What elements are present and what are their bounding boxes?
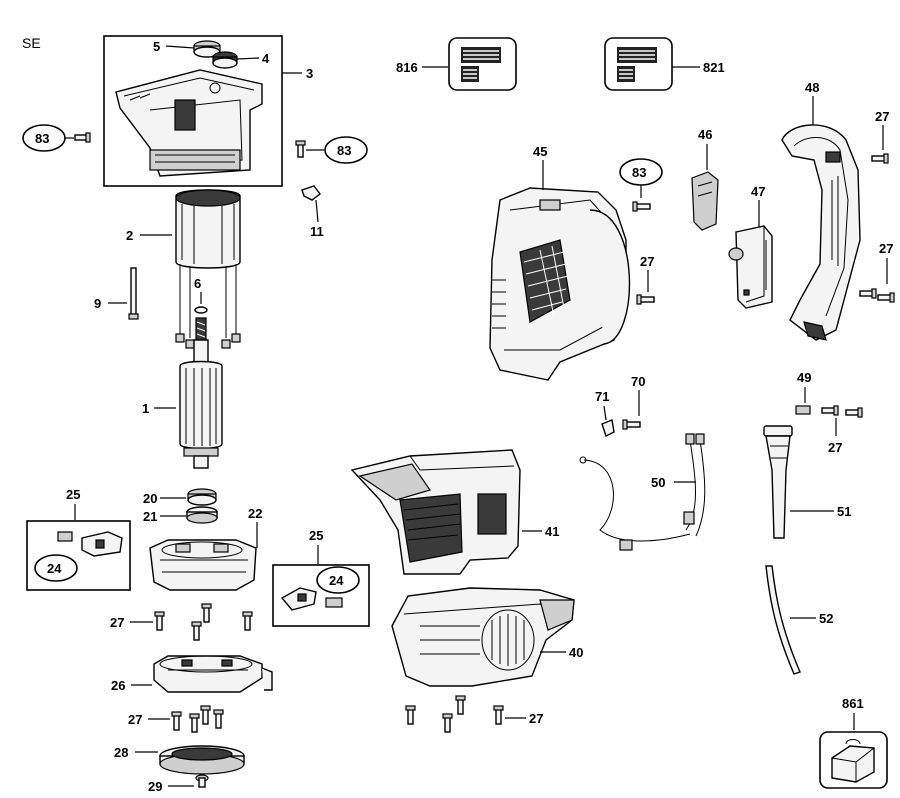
gear-housing-part-3 (115, 69, 263, 177)
callout-22: 22 (248, 506, 262, 521)
callout-27-c: 27 (640, 254, 654, 269)
callout-27-g: 27 (529, 711, 543, 726)
callout-46: 46 (698, 127, 712, 142)
base-housing-part-40 (391, 587, 575, 687)
clip-part-11: 11 (301, 185, 324, 239)
callout-51: 51 (837, 504, 851, 519)
brush-kit-box-mid: 25 24 (272, 528, 370, 627)
bearing-part-20 (187, 488, 217, 506)
brush-part-24-mid (325, 597, 343, 608)
armature-part-1 (179, 317, 223, 469)
bearing-part-4 (212, 51, 238, 69)
callout-816: 816 (396, 60, 418, 75)
callout-20: 20 (143, 491, 157, 506)
screw-part-29 (195, 774, 209, 788)
screws-27-upper-left (154, 603, 253, 641)
callout-71: 71 (595, 389, 609, 404)
screw-27-housing (636, 294, 655, 305)
handle-part-48 (781, 124, 861, 341)
screw-83-right (632, 201, 651, 212)
stator-part-2 (175, 189, 241, 349)
bearing-part-5 (193, 40, 221, 58)
callout-48: 48 (805, 80, 819, 95)
callout-83-left-group: 83 (22, 124, 91, 152)
callout-40: 40 (569, 645, 583, 660)
screw-part-70 (622, 419, 641, 430)
gear-housing-group: 5 4 3 (103, 35, 313, 187)
callout-83-mid-group: 83 (295, 136, 368, 164)
callout-50: 50 (651, 475, 665, 490)
label-part-816: 816 (396, 37, 517, 91)
callout-27-d: 27 (875, 109, 889, 124)
brush-kit-box-left: 25 24 (26, 487, 131, 591)
brush-part-24-left-a (57, 531, 73, 542)
callout-83-mid: 83 (337, 143, 351, 158)
callout-9: 9 (94, 296, 101, 311)
cord-guard-part-51 (763, 425, 793, 539)
gear-housing-box (103, 35, 283, 187)
callout-83-left: 83 (35, 131, 49, 146)
brush-plate-part-26 (153, 655, 273, 693)
callout-11: 11 (310, 224, 324, 239)
callout-27-a: 27 (110, 615, 124, 630)
callout-27-b: 27 (128, 712, 142, 727)
long-screw-part-9 (128, 267, 139, 320)
brush-kit-box-left-frame (26, 520, 131, 591)
clip-part-71 (601, 419, 615, 437)
washer-part-6 (194, 306, 208, 314)
screws-27-handle-bottom (859, 288, 895, 303)
callout-45: 45 (533, 144, 547, 159)
screw-83-left (74, 132, 91, 143)
motor-housing-part-41 (350, 449, 521, 575)
switch-part-47 (728, 225, 773, 309)
screws-27-bottom-mid (405, 695, 504, 733)
housing-part-45 (489, 187, 631, 381)
ring-part-28 (159, 745, 245, 775)
screw-83-mid (295, 140, 306, 158)
brush-housing-part-22 (149, 539, 257, 591)
callout-25-mid: 25 (309, 528, 323, 543)
callout-5: 5 (153, 39, 160, 54)
callout-28: 28 (114, 745, 128, 760)
callout-6: 6 (194, 276, 201, 291)
callout-70: 70 (631, 374, 645, 389)
callout-41: 41 (545, 524, 559, 539)
callout-47: 47 (751, 184, 765, 199)
callout-29: 29 (148, 779, 162, 794)
callout-27-e: 27 (879, 241, 893, 256)
variant-label: SE (22, 35, 41, 51)
cable-clamp-part-49 (795, 405, 811, 415)
callout-52: 52 (819, 611, 833, 626)
callout-25-left: 25 (66, 487, 80, 502)
callout-21: 21 (143, 509, 157, 524)
callout-1: 1 (142, 401, 149, 416)
callout-3: 3 (306, 66, 313, 81)
wiring-part-50 (579, 433, 706, 551)
callout-24-mid: 24 (329, 573, 344, 588)
label-part-821: 821 (604, 37, 725, 91)
trigger-part-46 (691, 171, 719, 231)
screws-27-lower-left (171, 705, 224, 733)
callout-27-f: 27 (828, 440, 842, 455)
bearing-part-21 (186, 506, 218, 524)
callout-26: 26 (111, 678, 125, 693)
callout-49: 49 (797, 370, 811, 385)
callout-83-right: 83 (632, 165, 646, 180)
callout-861: 861 (842, 696, 864, 711)
callout-821: 821 (703, 60, 725, 75)
callout-24-left: 24 (47, 561, 62, 576)
callout-2: 2 (126, 228, 133, 243)
callout-83-right-group: 83 (619, 158, 663, 212)
kit-box-part-861 (819, 731, 888, 789)
screws-27-cord (821, 405, 863, 418)
screw-27-handle-top (871, 153, 889, 164)
cord-part-52 (765, 565, 801, 675)
brush-kit-box-mid-frame (272, 564, 370, 627)
callout-4: 4 (262, 51, 270, 66)
